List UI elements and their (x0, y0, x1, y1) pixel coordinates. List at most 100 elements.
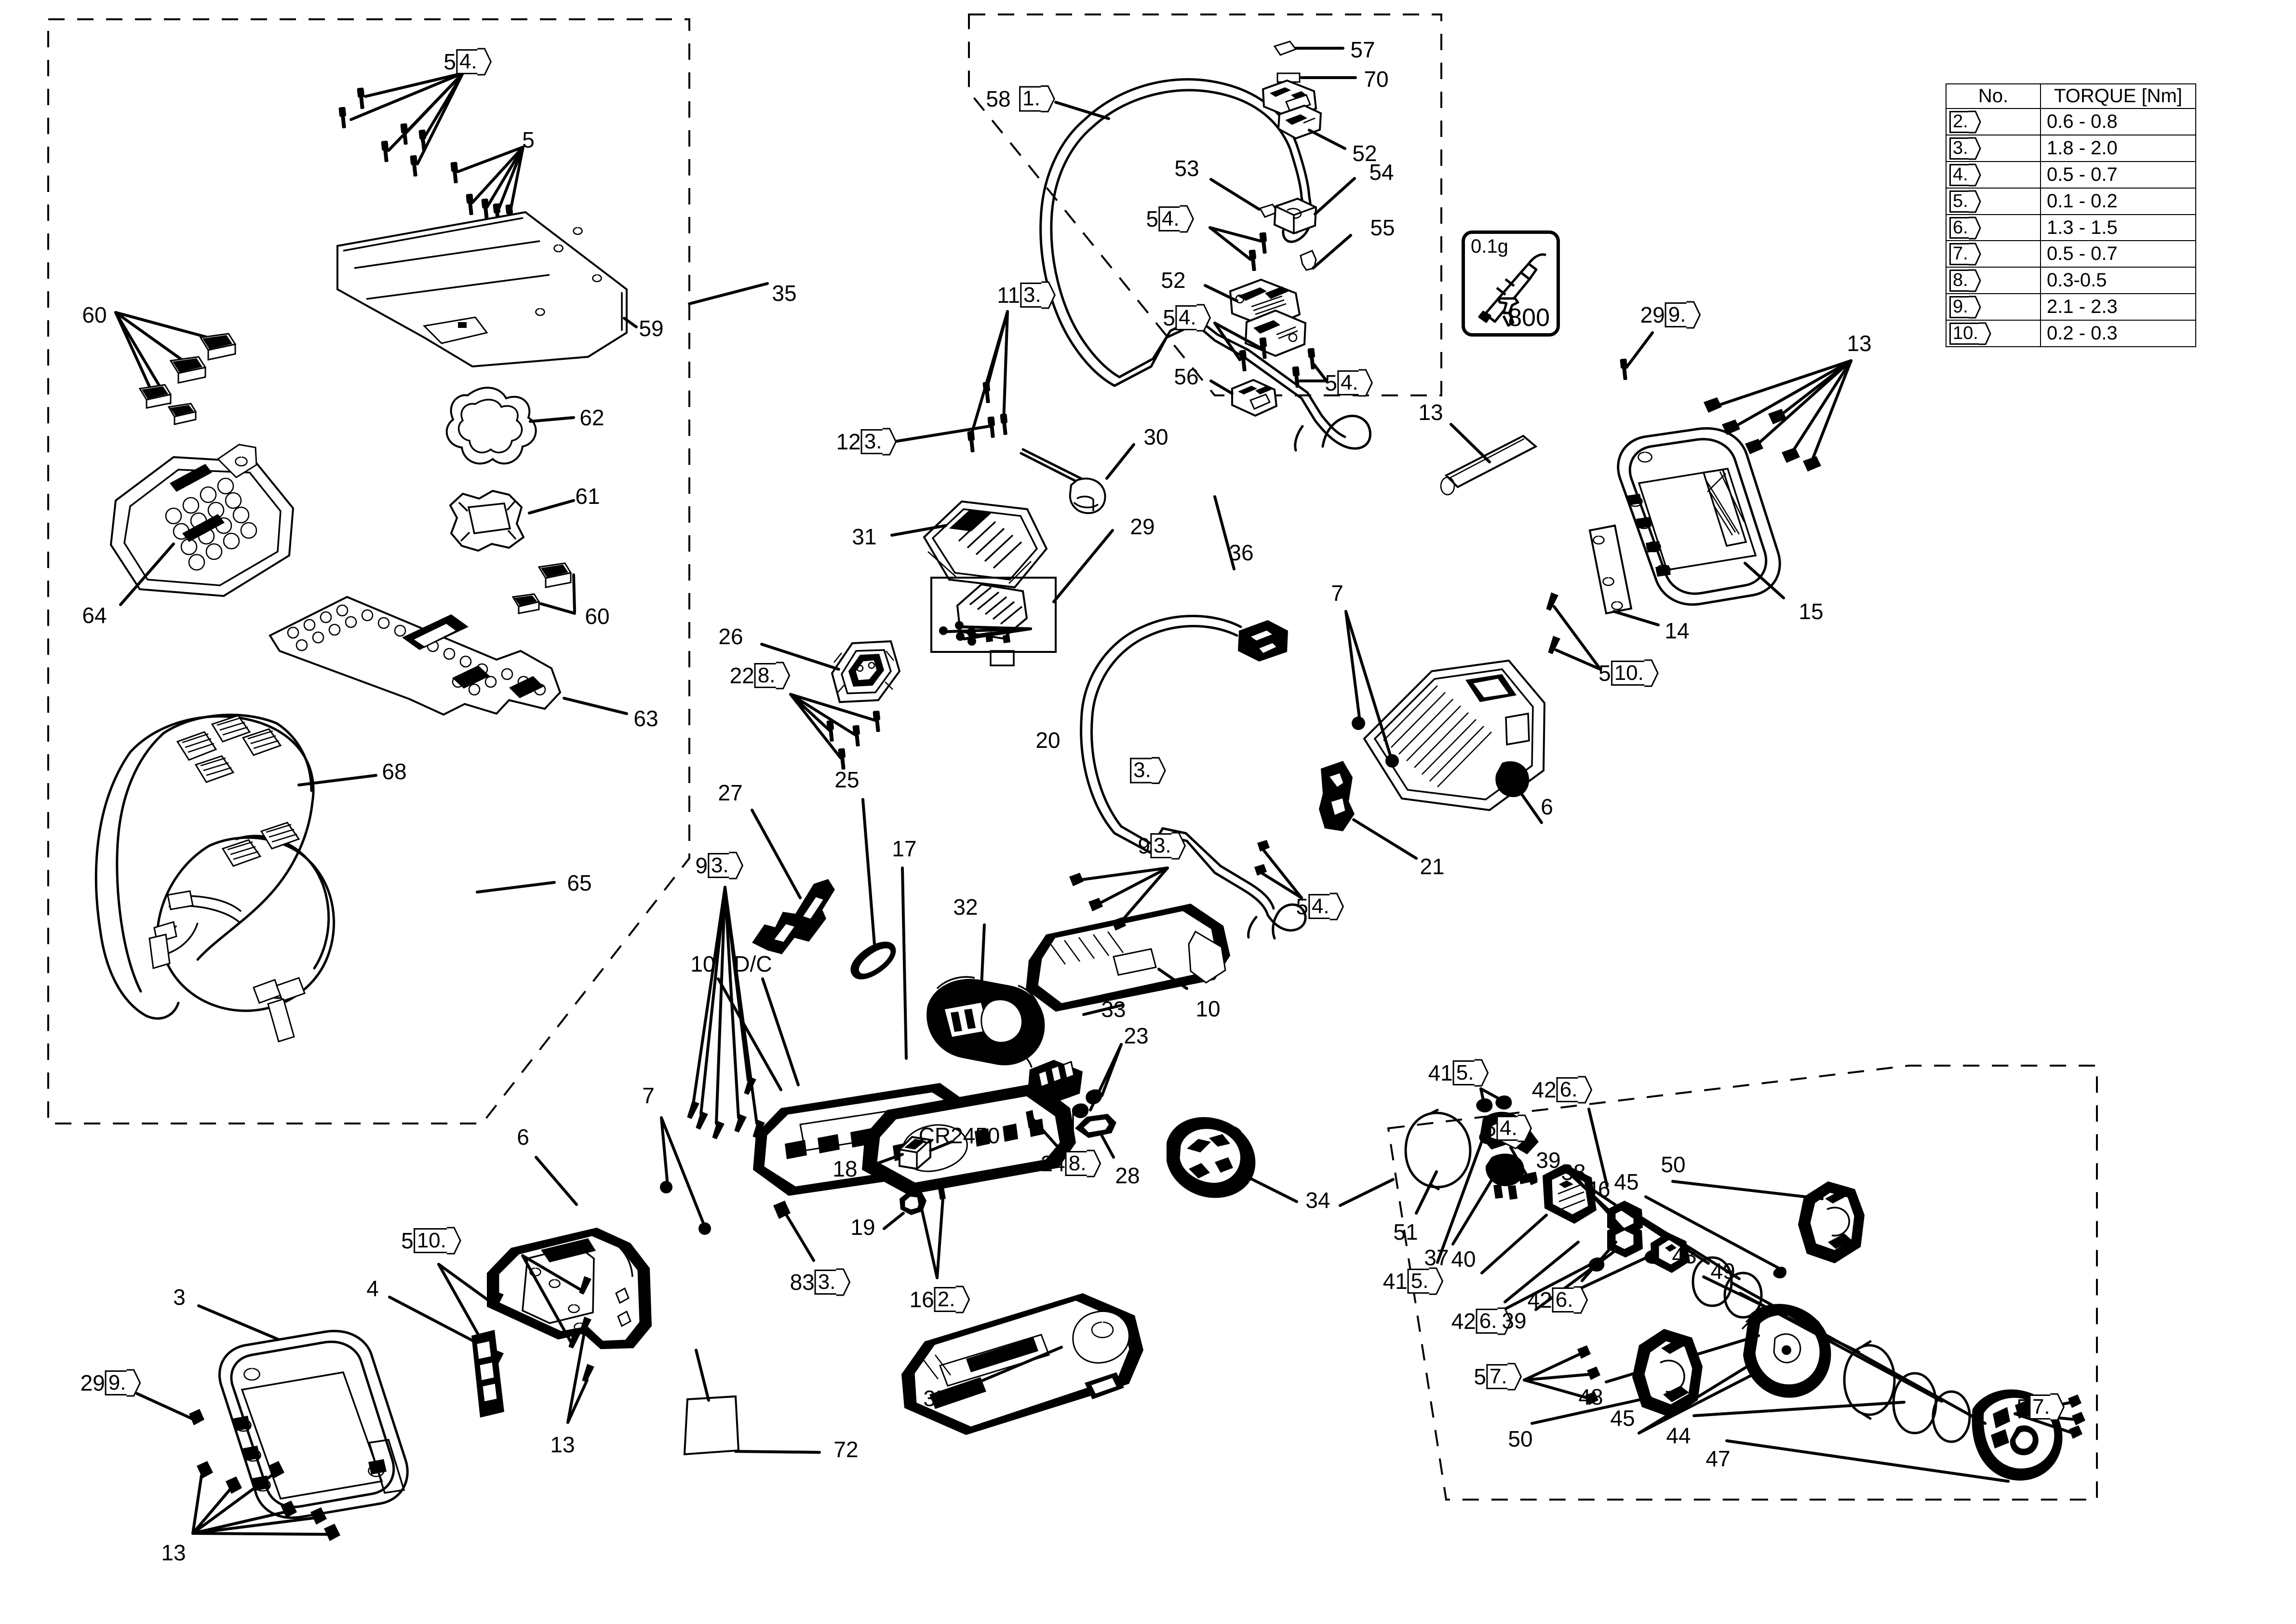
hex-point-icon (1968, 217, 1981, 239)
torque-ref-badge: 3. (1020, 282, 1042, 308)
hex-point-icon (1578, 1076, 1593, 1104)
callout-c-72: 72 (833, 1437, 859, 1462)
hex-point-icon (1978, 322, 1991, 345)
torque-row: 7.0.5 - 0.7 (1946, 240, 2196, 268)
callout-part-number: 5 (1296, 894, 1308, 919)
callout-c-10-b: 10 (1195, 996, 1221, 1021)
callout-part-number: 9 (1138, 833, 1150, 858)
torque-row-no: 5. (1946, 187, 2041, 215)
torque-ref-badge: 6. (1552, 1287, 1574, 1313)
callout-c-39-b: 39 (1502, 1308, 1527, 1333)
torque-ref-badge: 4. (1308, 893, 1330, 920)
callout-c-57: 57 (1350, 37, 1375, 62)
grease-amount: 0.1g (1471, 236, 1508, 257)
torque-row-value: 0.2 - 0.3 (2040, 320, 2196, 348)
callout-part-number: 83 (790, 1270, 815, 1295)
callout-part-number: 5 (1484, 1116, 1496, 1141)
torque-ref-badge: 6. (1556, 1077, 1579, 1103)
callout-c-34: 34 (1305, 1188, 1330, 1213)
callout-c-55: 55 (1370, 215, 1395, 240)
callout-c-31: 31 (852, 524, 877, 549)
callout-c-52-a: 52 (1352, 141, 1377, 166)
callout-c-cr: CR2450 (918, 1123, 1000, 1148)
hex-point-icon (836, 1268, 851, 1296)
callout-c-10-a: 10 (690, 951, 715, 976)
callout-c-56: 56 (1174, 364, 1199, 389)
torque-ref-badge: 7. (1486, 1364, 1508, 1390)
callout-c-6-b: 6 (517, 1124, 529, 1150)
callout-c-61: 61 (575, 484, 600, 509)
callout-part-number: 11 (997, 283, 1020, 308)
torque-row: 5.0.1 - 0.2 (1946, 187, 2196, 215)
callout-c-63: 63 (633, 706, 658, 731)
torque-row-value: 1.3 - 1.5 (2040, 214, 2196, 242)
callout-c-51: 51 (1393, 1219, 1418, 1245)
torque-row-value: 0.5 - 0.7 (2040, 240, 2196, 268)
hex-point-icon (1180, 205, 1195, 233)
callout-c-15: 15 (1799, 599, 1824, 624)
callout-c-35-a: 35 (772, 281, 797, 306)
hex-point-icon (776, 662, 791, 690)
torque-ref-badge: 7. (2028, 1394, 2051, 1420)
callout-c-26: 26 (718, 624, 743, 649)
callout-part-number: 12 (836, 429, 861, 454)
callout-c-49: 49 (1710, 1259, 1735, 1284)
callout-c-3-a: 3. (1130, 757, 1166, 784)
torque-no-badge: 8. (1949, 270, 1970, 292)
torque-table-header-row: No. TORQUE [Nm] (1946, 83, 2196, 109)
hex-point-icon (126, 1369, 141, 1397)
torque-row: 4.0.5 - 0.7 (1946, 161, 2196, 189)
callout-part-number: 5 (1163, 305, 1175, 330)
hex-point-icon (1041, 281, 1056, 309)
torque-row-value: 0.5 - 0.7 (2040, 161, 2196, 189)
callout-c-13-c: 13 (550, 1432, 575, 1457)
torque-ref-badge: 4. (1337, 370, 1359, 396)
callout-c-58: 58 (986, 86, 1011, 111)
callout-part-number: 5 (1325, 370, 1337, 395)
torque-ref-badge: 3. (814, 1269, 837, 1295)
torque-no-badge: 5. (1949, 190, 1970, 213)
hex-point-icon (1087, 1150, 1101, 1177)
torque-ref-badge: 10. (413, 1228, 447, 1254)
callout-part-number: 5 (1598, 661, 1611, 686)
hex-point-icon (1968, 163, 1981, 187)
callout-c-13-b: 13 (1847, 331, 1872, 356)
torque-row-no: 8. (1946, 267, 2041, 295)
callout-part-number: 42 (1531, 1077, 1557, 1102)
torque-row-value: 0.6 - 0.8 (2040, 108, 2196, 135)
callout-c-52-b: 52 (1161, 268, 1186, 293)
torque-ref-badge: 3. (860, 429, 883, 455)
hex-point-icon (1040, 85, 1055, 112)
callout-c-23: 23 (1124, 1023, 1149, 1048)
callout-part-number: 5 (401, 1228, 414, 1253)
callout-part-number: 9 (695, 853, 708, 878)
callout-part-number: 24 (1040, 1151, 1065, 1176)
callout-c-30: 30 (1143, 424, 1168, 449)
callout-part-number: 16 (909, 1287, 934, 1312)
torque-header-value: TORQUE [Nm] (2040, 83, 2196, 109)
hex-point-icon (1497, 1307, 1512, 1335)
callout-c-dc: D/C (734, 951, 772, 976)
grease-code: 800 (1508, 304, 1550, 332)
hex-point-icon (2050, 1393, 2065, 1421)
hex-point-icon (1968, 110, 1981, 134)
hex-point-icon (955, 1286, 970, 1313)
callout-c-45-a: 45 (1614, 1169, 1639, 1194)
torque-row: 2.0.6 - 0.8 (1946, 108, 2196, 135)
hex-point-icon (1329, 893, 1344, 920)
callout-c-48: 48 (1578, 1384, 1603, 1409)
torque-ref-badge: 1. (1019, 86, 1041, 112)
callout-c-64: 64 (82, 603, 107, 628)
hex-point-icon (1968, 296, 1981, 319)
